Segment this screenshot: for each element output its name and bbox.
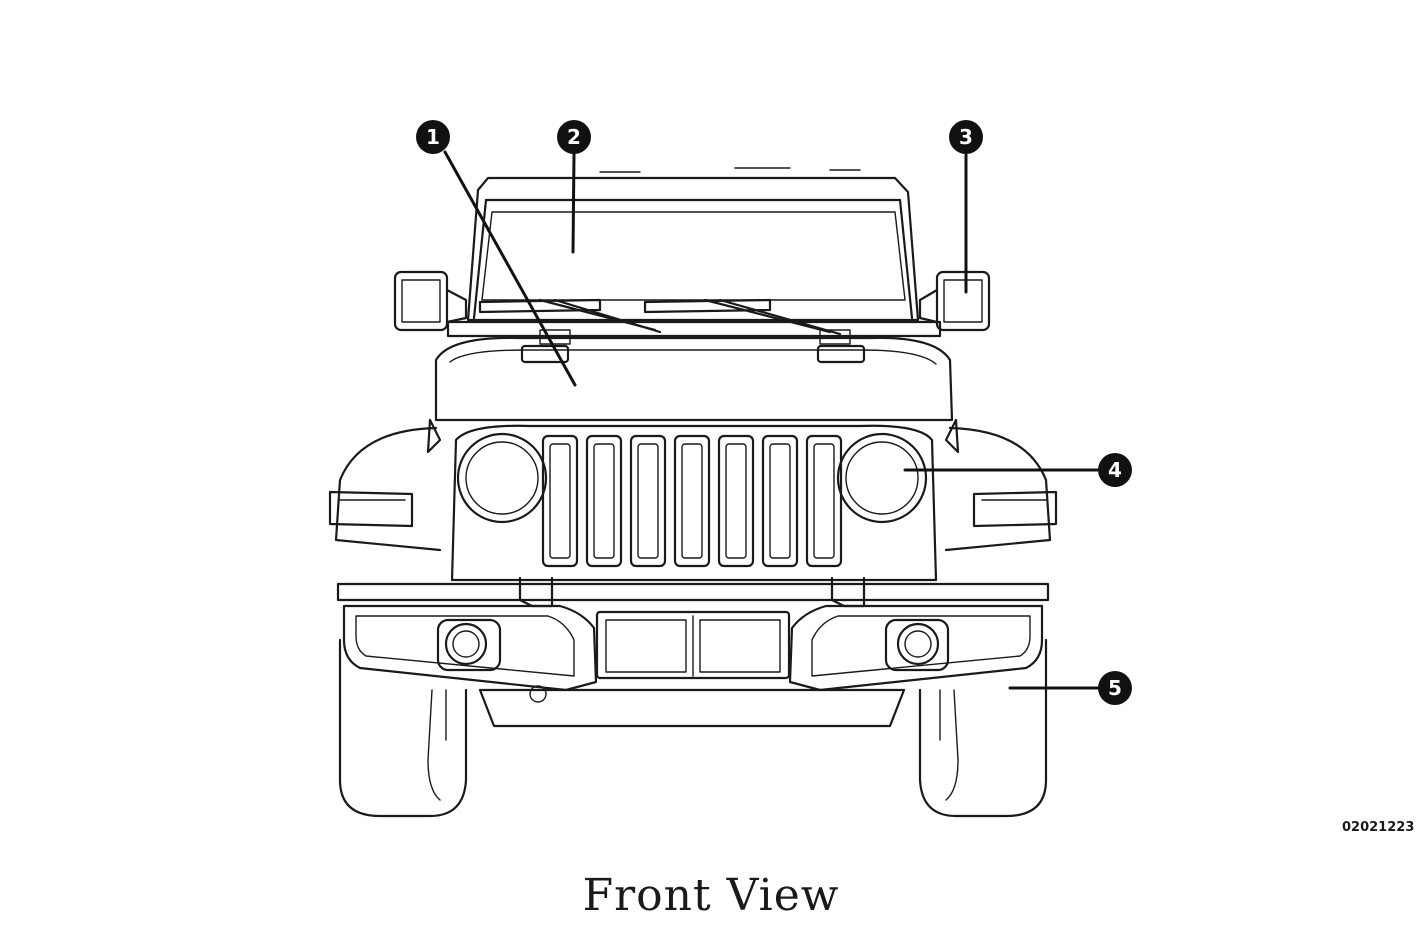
callout-2: 2	[557, 120, 591, 154]
callout-4: 4	[1098, 453, 1132, 487]
wipers	[478, 298, 842, 336]
right-mirror	[918, 270, 991, 332]
callout-5-label: 5	[1108, 676, 1122, 700]
figure-code: 02021223	[1342, 820, 1415, 835]
right-fog-light	[884, 618, 950, 672]
cowl	[446, 320, 942, 338]
grille-surround	[450, 424, 938, 582]
callout-2-label: 2	[567, 125, 581, 149]
callout-1-label: 1	[426, 125, 440, 149]
windshield-glass	[481, 211, 906, 301]
right-fender	[944, 426, 1058, 552]
grille-slots	[541, 434, 843, 568]
tow-hooks	[518, 576, 866, 608]
leader-lines	[443, 150, 1100, 690]
right-tire	[918, 638, 1048, 818]
callout-4-label: 4	[1108, 458, 1122, 482]
callout-3-label: 3	[959, 125, 973, 149]
callout-1: 1	[416, 120, 450, 154]
left-headlight	[456, 432, 548, 524]
front-bumper	[336, 582, 1050, 728]
figure-caption: Front View	[582, 870, 840, 921]
right-headlight	[836, 432, 928, 524]
hood	[426, 329, 960, 454]
left-fender	[328, 426, 442, 552]
left-tire	[338, 638, 468, 818]
left-mirror	[393, 270, 468, 332]
left-fog-light	[436, 618, 502, 672]
callout-5: 5	[1098, 671, 1132, 705]
callout-3: 3	[949, 120, 983, 154]
windshield-frame	[466, 167, 920, 322]
